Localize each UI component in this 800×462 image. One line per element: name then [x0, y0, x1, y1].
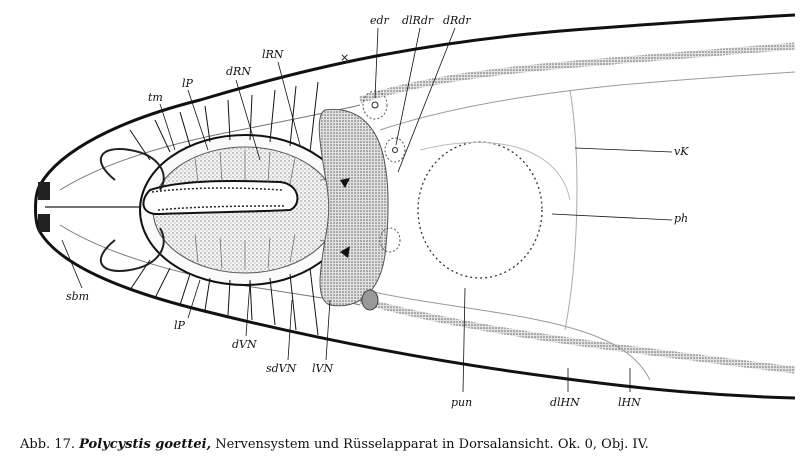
brain-ganglion: [318, 108, 389, 307]
figure-caption: Abb. 17. Polycystis goettei, Nervensyste…: [20, 437, 790, 452]
caption-objective: Obj. IV.: [601, 437, 649, 452]
lateral-nerve-bottom: [359, 296, 796, 374]
pharynx: [417, 141, 543, 279]
caption-number: Abb. 17.: [20, 437, 75, 452]
label-lRN: lRN: [262, 48, 284, 61]
label-lP-top: lP: [182, 77, 193, 90]
label-vK: vK: [674, 145, 689, 158]
label-ph: ph: [674, 212, 689, 225]
label-lVN: lVN: [312, 362, 334, 375]
label-sdVN: sdVN: [266, 362, 297, 375]
body-outline-top: [38, 13, 796, 186]
label-dRdr: dRdr: [443, 14, 471, 27]
label-sbm: sbm: [66, 290, 90, 303]
label-dlHN: dlHN: [550, 396, 580, 409]
lateral-nerve-top: [358, 42, 796, 104]
anatomical-illustration: [34, 13, 796, 400]
label-dRN: dRN: [226, 65, 251, 78]
label-x-mark: ×: [340, 51, 350, 64]
caption-description: Nervensystem und Rüsselapparat in Dorsal…: [215, 437, 554, 452]
label-pun: pun: [451, 396, 473, 409]
label-dVN: dVN: [232, 338, 257, 351]
body-outline-bottom: [38, 231, 796, 400]
label-lHN: lHN: [618, 396, 641, 409]
caption-ocular: Ok. 0,: [557, 437, 598, 452]
label-tm: tm: [148, 91, 163, 104]
label-dlRdr: dlRdr: [402, 14, 434, 27]
label-lP-bottom: lP: [174, 319, 185, 332]
label-edr: edr: [370, 14, 389, 27]
caption-species: Polycystis goettei,: [79, 437, 212, 452]
